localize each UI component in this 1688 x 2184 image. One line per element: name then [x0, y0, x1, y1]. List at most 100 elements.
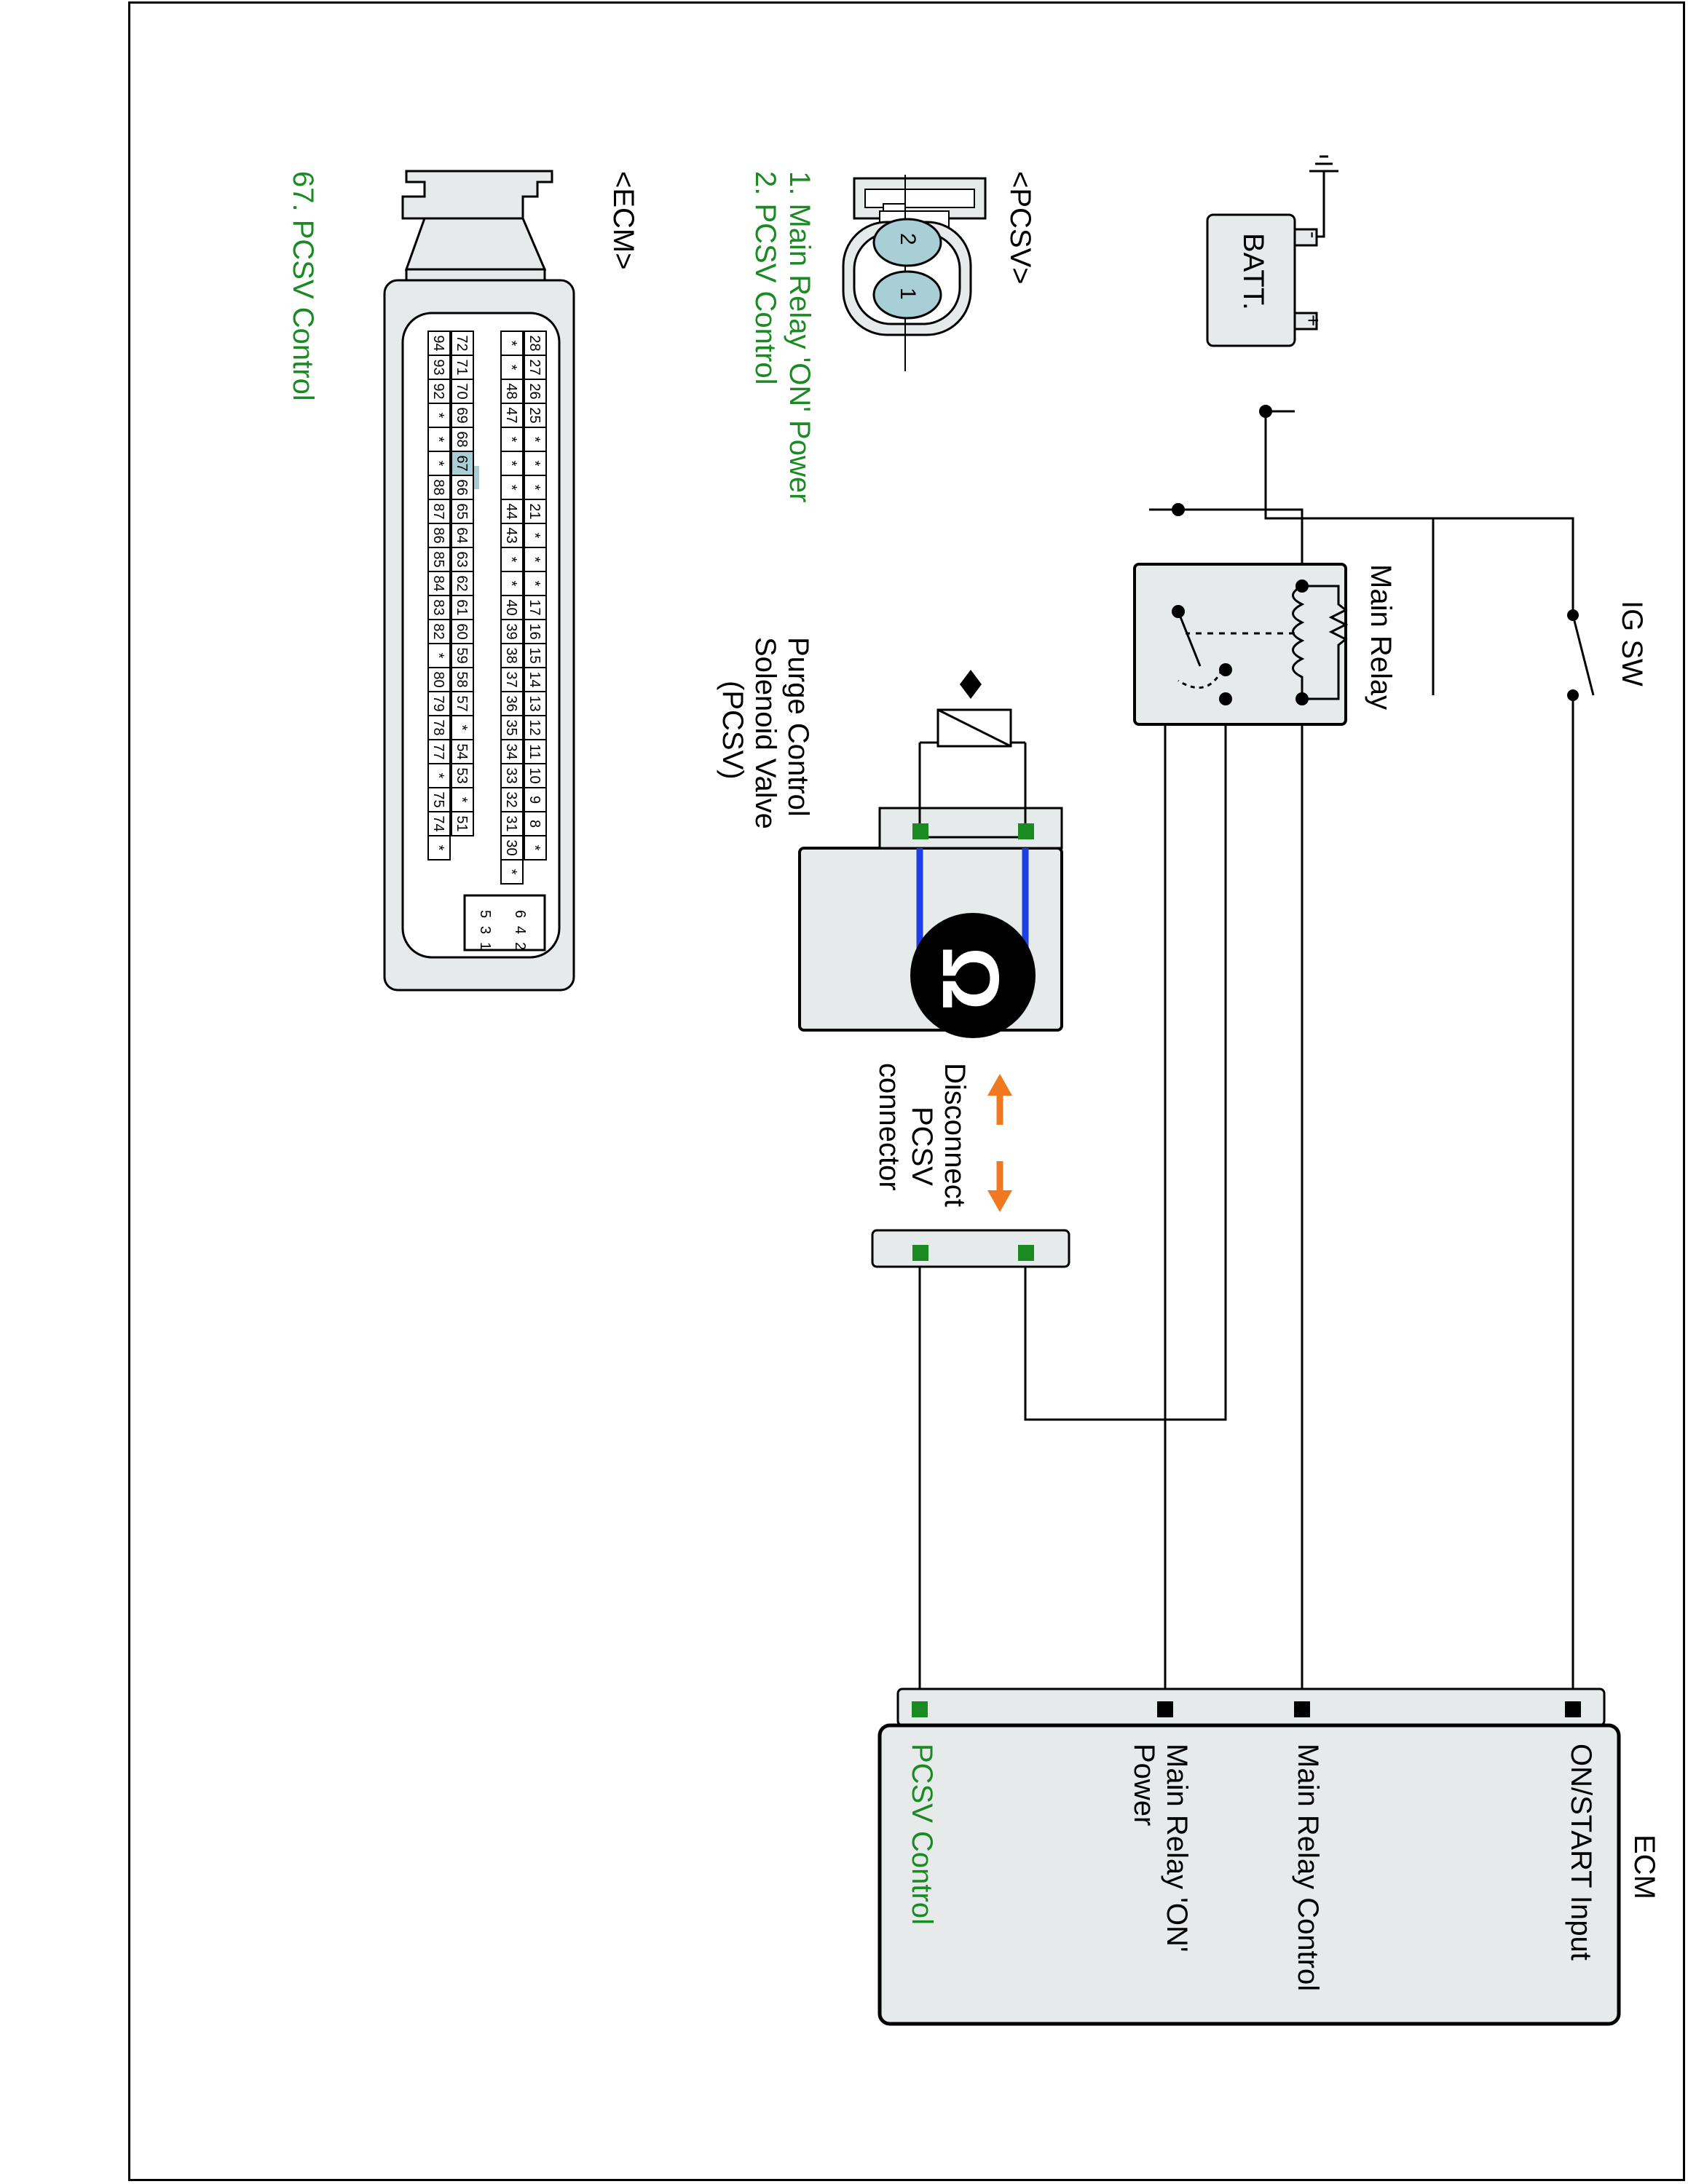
ecm-connector-note: 67. PCSV Control [287, 171, 319, 401]
ecm-pin-label: 11 [526, 744, 543, 759]
ecm-pin-label: * [430, 773, 446, 779]
ecm-pin-label: * [503, 365, 519, 371]
ecm-pin-label: 78 [430, 719, 446, 735]
ecm-pin-label-relay-power-2: Power [1128, 1744, 1160, 1827]
ecm-pin-label: 69 [454, 407, 470, 423]
ecm-pin-label: 25 [526, 407, 543, 423]
ig-sw-label: IG SW [1616, 601, 1648, 687]
ecm-pin-label: * [430, 413, 446, 419]
ecm-pin-label: 74 [430, 815, 446, 831]
battery-plus-terminal [1293, 312, 1318, 331]
pcsv-valve-label-2: Solenoid Valve [749, 637, 781, 829]
pcsv-note-1: 1. Main Relay 'ON' Power [784, 171, 816, 503]
ecm-pin-label: * [503, 461, 519, 467]
ecm-pin-label: 62 [454, 575, 470, 591]
disconnect-label-3: connector [873, 1063, 905, 1191]
pcsv-internal-wiring [918, 741, 1027, 839]
page-frame [128, 1, 1685, 2181]
ecm-pin-label: 32 [503, 791, 519, 807]
ecm-pin-label: * [503, 581, 519, 587]
ecm-pin-label: 43 [503, 527, 519, 543]
pcsv-valve-label-3: (PCSV) [717, 681, 749, 780]
ecm-pin-label: 9 [526, 796, 543, 804]
ecm-pin-label: * [503, 557, 519, 563]
ohmmeter [910, 913, 1036, 1038]
ecm-pin-label: * [526, 437, 543, 443]
ecm-terminal-pcsv-control [912, 1701, 928, 1717]
ecm-terminal-relay-power [1157, 1701, 1173, 1717]
ecm-pin-label-relay-power-1: Main Relay 'ON' [1161, 1744, 1193, 1952]
relay-pin-coil-out [1295, 692, 1309, 705]
relay-switch-arc [1178, 669, 1223, 689]
ecm-pin-label: 88 [430, 479, 446, 495]
ecm-pin-label: 87 [430, 503, 446, 519]
ecm-pin-label: 48 [503, 383, 519, 399]
ecm-pin-label: * [526, 533, 543, 539]
ecm-pin-label: * [526, 461, 543, 467]
ecm-aux-pin-label: 1 [477, 942, 493, 950]
wire-ig-sw-feed [1433, 517, 1574, 612]
wire-ground [1295, 171, 1325, 238]
ecm-pin-label: 60 [454, 623, 470, 639]
battery-minus-label: - [1302, 232, 1325, 239]
ecm-pin-label: 35 [503, 719, 519, 735]
ecm-pin-label: 82 [430, 623, 446, 639]
ecm-pin-label: 47 [503, 407, 519, 423]
ecm-pin-label: 54 [454, 743, 470, 759]
ecm-pin-label-pcsv-control: PCSV Control [906, 1744, 938, 1925]
ecm-pin-label: 38 [503, 647, 519, 663]
ecm-connector-strip [896, 1688, 1606, 1727]
ecm-pin-label: 86 [430, 527, 446, 543]
relay-pin-switch-out-b [1219, 692, 1232, 705]
junction-batt [1259, 405, 1272, 418]
pcsv-connector-title: <PCSV> [1004, 171, 1036, 285]
ecm-pin-label: * [430, 437, 446, 443]
ecm-pin-label: * [526, 845, 543, 851]
ecm-pin-label: 92 [430, 383, 446, 399]
valve-icon [960, 670, 982, 699]
ecm-pin-label: 53 [454, 767, 470, 783]
ecm-aux-pin-label: 5 [477, 910, 493, 918]
ecm-pin-label: * [503, 485, 519, 491]
harness-connector [871, 1229, 1070, 1268]
pcsv-terminal-2 [912, 823, 928, 839]
pcsv-note-2: 2. PCSV Control [749, 171, 781, 385]
ecm-box [877, 1723, 1621, 2026]
ecm-pin-label: 63 [454, 551, 470, 567]
ecm-pin-label: * [430, 653, 446, 659]
ecm-aux-pin-label: 3 [477, 926, 493, 934]
ecm-aux-pin-label: 6 [512, 910, 528, 918]
ecm-pin-label: * [454, 725, 470, 731]
ecm-pin-label: * [430, 461, 446, 467]
battery-label: BATT. [1237, 233, 1269, 310]
harness-terminal-2 [912, 1245, 928, 1261]
relay-pin-coil-in [1295, 579, 1309, 593]
ecm-pin-label: 77 [430, 743, 446, 759]
ig-sw-blade [1571, 614, 1595, 696]
ecm-pin-cell [500, 859, 524, 885]
ecm-pin-label: * [503, 341, 519, 347]
ecm-pin-label: * [526, 581, 543, 587]
ecm-pin-label: 68 [454, 431, 470, 447]
wire-relay-on-power [1024, 699, 1227, 1421]
ecm-pin-label: 12 [526, 719, 543, 735]
ecm-pin-cell [524, 835, 547, 860]
ecm-pin-label: 85 [430, 551, 446, 567]
main-relay-box [1133, 563, 1347, 726]
ecm-title: ECM [1628, 1835, 1660, 1899]
ecm-pin-label: 21 [526, 503, 543, 519]
pcsv-pin-2-shape [872, 218, 942, 267]
ecm-pin-label: 16 [526, 623, 543, 639]
ecm-pin-label: 37 [503, 671, 519, 687]
ecm-pin-label: 51 [454, 815, 470, 831]
ecm-pin-label: 8 [526, 820, 543, 828]
ig-sw-contact-2 [1567, 689, 1579, 701]
ecm-pin-label: 39 [503, 623, 519, 639]
ecm-aux-pin-label: 4 [512, 926, 528, 934]
disconnect-label-2: PCSV [906, 1107, 938, 1186]
ecm-pin-label: 44 [503, 503, 519, 519]
ecm-pin-label: 70 [454, 383, 470, 399]
ecm-pin-label: 34 [503, 743, 519, 759]
ohm-icon: Ω [926, 946, 1015, 1011]
